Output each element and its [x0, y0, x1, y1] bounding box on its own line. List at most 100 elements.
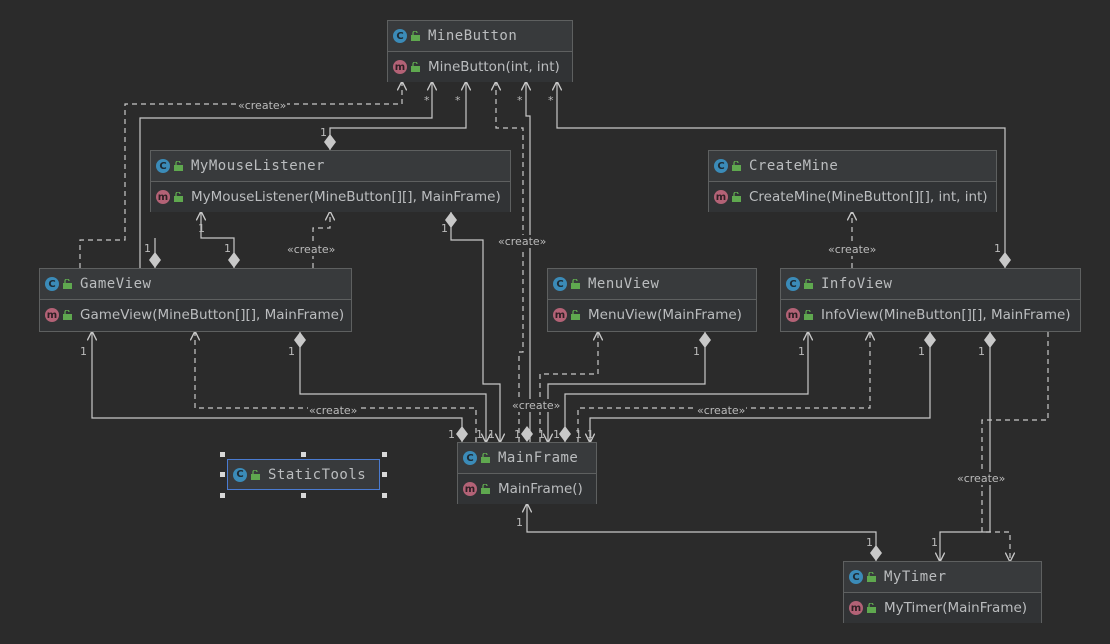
- class-header: C MainFrame: [458, 443, 596, 474]
- lock-open-icon: [867, 603, 876, 613]
- edge-infoview-mytimer-assoc: [940, 332, 991, 561]
- diamond-menuview-bottom: [699, 332, 711, 348]
- create-label: «create»: [956, 472, 1007, 485]
- constructor-row: m MainFrame(): [458, 474, 596, 504]
- multiplicity-label: 1: [931, 536, 938, 549]
- diamond-mytimer-top: [870, 545, 882, 561]
- lock-open-icon: [804, 279, 813, 289]
- class-header: C StaticTools: [228, 460, 379, 489]
- constructor-row: m MyMouseListener(MineButton[][], MainFr…: [151, 182, 510, 212]
- resize-handle-n[interactable]: [301, 452, 306, 457]
- multiplicity-label: 1: [587, 428, 594, 441]
- lock-open-icon: [63, 279, 72, 289]
- multiplicity-label: 1: [80, 345, 87, 358]
- diamond-infoview-bottom-b: [984, 332, 996, 348]
- edge-gameview-minebutton-assoc: [139, 82, 432, 268]
- class-statictools[interactable]: C StaticTools: [227, 459, 380, 490]
- multiplicity-label: *: [455, 94, 461, 107]
- diamond-gameview-left: [149, 252, 161, 268]
- lock-open-icon: [63, 310, 72, 320]
- method-icon: m: [849, 601, 863, 615]
- method-icon: m: [553, 308, 567, 322]
- class-menuview[interactable]: C MenuView m MenuView(MainFrame): [547, 268, 757, 332]
- class-name: MyMouseListener: [191, 158, 325, 174]
- lock-open-icon: [481, 453, 490, 463]
- multiplicity-label: 1: [693, 345, 700, 358]
- lock-open-icon: [732, 192, 741, 202]
- resize-handle-ne[interactable]: [382, 452, 387, 457]
- constructor-signature: MyMouseListener(MineButton[][], MainFram…: [191, 189, 501, 205]
- class-name: GameView: [80, 276, 152, 292]
- multiplicity-label: 1: [288, 345, 295, 358]
- constructor-signature: InfoView(MineButton[][], MainFrame): [821, 307, 1071, 323]
- multiplicity-label: 1: [866, 536, 873, 549]
- class-mytimer[interactable]: C MyTimer m MyTimer(MainFrame): [843, 561, 1042, 623]
- create-label: «create»: [827, 243, 878, 256]
- class-header: C GameView: [40, 269, 351, 300]
- multiplicity-label: 1: [448, 428, 455, 441]
- class-mainframe[interactable]: C MainFrame m MainFrame(): [457, 442, 597, 504]
- method-icon: m: [45, 308, 59, 322]
- multiplicity-label: *: [517, 94, 523, 107]
- class-header: C MineButton: [388, 21, 572, 52]
- class-icon: C: [849, 570, 863, 584]
- lock-open-icon: [174, 161, 183, 171]
- class-name: MainFrame: [498, 450, 579, 466]
- class-createmine[interactable]: C CreateMine m CreateMine(MineButton[][]…: [708, 150, 997, 212]
- multiplicity-label: 1: [224, 242, 231, 255]
- lock-open-icon: [732, 161, 741, 171]
- method-icon: m: [463, 482, 477, 496]
- class-name: MenuView: [588, 276, 660, 292]
- edge-gameview-mymouse-create: [312, 212, 330, 268]
- class-minebutton[interactable]: C MineButton m MineButton(int, int): [387, 20, 573, 82]
- lock-open-icon: [571, 310, 580, 320]
- constructor-signature: GameView(MineButton[][], MainFrame): [80, 307, 345, 323]
- class-mymouselistener[interactable]: C MyMouseListener m MyMouseListener(Mine…: [150, 150, 511, 212]
- resize-handle-se[interactable]: [382, 493, 387, 498]
- edge-mymouse-minebutton: [329, 82, 466, 150]
- diamond-infoview-top: [999, 252, 1011, 268]
- multiplicity-label: 1: [488, 428, 495, 441]
- class-header: C MyTimer: [844, 562, 1041, 593]
- edge-mainframe-infoview-create: [577, 332, 870, 442]
- method-icon: m: [393, 60, 407, 74]
- constructor-signature: MyTimer(MainFrame): [884, 600, 1028, 616]
- constructor-row: m MineButton(int, int): [388, 52, 572, 82]
- multiplicity-label: 1: [978, 345, 985, 358]
- diamond-gameview-right: [228, 252, 240, 268]
- edge-mymouse-mainframe: [450, 212, 500, 442]
- constructor-row: m CreateMine(MineButton[][], int, int): [709, 182, 996, 212]
- constructor-row: m MyTimer(MainFrame): [844, 593, 1041, 623]
- multiplicity-label: 1: [918, 345, 925, 358]
- class-gameview[interactable]: C GameView m GameView(MineButton[][], Ma…: [39, 268, 352, 332]
- resize-handle-sw[interactable]: [220, 493, 225, 498]
- resize-handle-w[interactable]: [220, 472, 225, 477]
- multiplicity-label: 1: [441, 222, 448, 235]
- lock-open-icon: [411, 62, 420, 72]
- method-icon: m: [156, 190, 170, 204]
- method-icon: m: [714, 190, 728, 204]
- create-label: «create»: [696, 404, 747, 417]
- lock-open-icon: [804, 310, 813, 320]
- class-icon: C: [553, 277, 567, 291]
- diamond-mainframe-c: [559, 426, 571, 442]
- constructor-signature: MenuView(MainFrame): [588, 307, 742, 323]
- edge-mainframe-minebutton-create: [496, 82, 524, 442]
- class-infoview[interactable]: C InfoView m InfoView(MineButton[][], Ma…: [780, 268, 1081, 332]
- multiplicity-label: 1: [476, 428, 483, 441]
- multiplicity-label: 1: [994, 242, 1001, 255]
- class-icon: C: [45, 277, 59, 291]
- lock-open-icon: [174, 192, 183, 202]
- multiplicity-label: 1: [553, 428, 560, 441]
- diamond-mainframe-a: [456, 426, 468, 442]
- class-header: C MyMouseListener: [151, 151, 510, 182]
- multiplicity-label: 1: [538, 428, 545, 441]
- create-label: «create»: [286, 243, 337, 256]
- resize-handle-e[interactable]: [382, 472, 387, 477]
- class-header: C InfoView: [781, 269, 1080, 300]
- class-icon: C: [786, 277, 800, 291]
- multiplicity-label: 1: [516, 516, 523, 529]
- resize-handle-s[interactable]: [301, 493, 306, 498]
- edge-gameview-mainframe: [299, 332, 486, 442]
- resize-handle-nw[interactable]: [220, 452, 225, 457]
